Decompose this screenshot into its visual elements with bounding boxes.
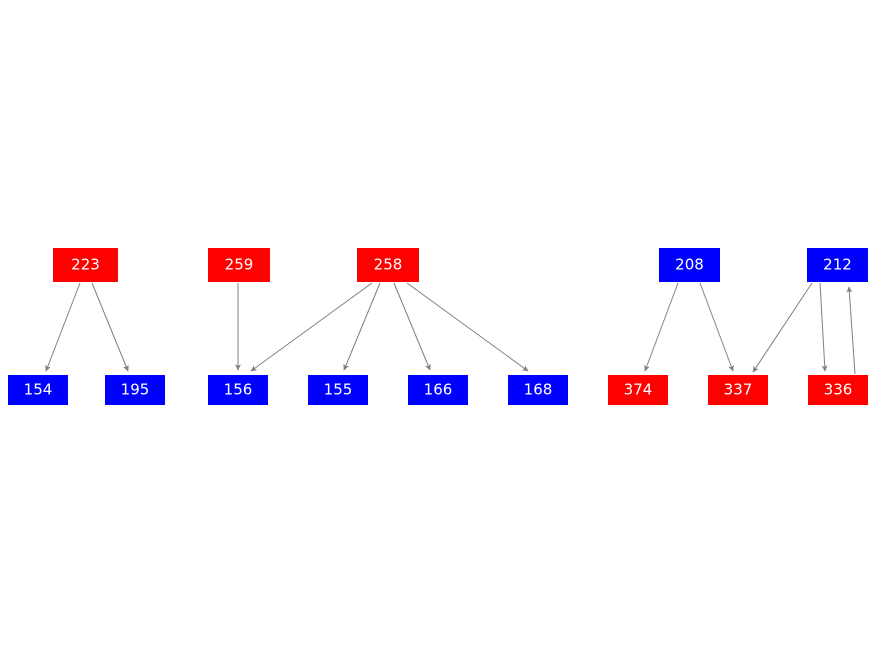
graph-node-label: 195 — [120, 380, 150, 398]
graph-edge — [644, 282, 679, 372]
graph-edge — [45, 282, 81, 372]
graph-node-label: 154 — [23, 380, 53, 398]
graph-edge — [819, 282, 828, 372]
graph-edge — [406, 282, 529, 372]
graph-node-label: 258 — [373, 255, 403, 273]
graph-node-label: 212 — [823, 255, 852, 273]
graph-node-168[interactable]: 168 — [508, 375, 568, 405]
graph-node-374[interactable]: 374 — [608, 375, 668, 405]
graph-node-label: 223 — [71, 255, 100, 273]
graph-edge — [699, 282, 734, 372]
graph-edge — [393, 282, 431, 371]
graph-node-label: 208 — [675, 255, 704, 273]
graph-node-label: 374 — [623, 380, 653, 398]
graph-edge — [752, 282, 813, 373]
graph-edge — [250, 282, 373, 372]
graph-node-label: 166 — [423, 380, 453, 398]
graph-node-156[interactable]: 156 — [208, 375, 268, 405]
graph-node-337[interactable]: 337 — [708, 375, 768, 405]
graph-node-166[interactable]: 166 — [408, 375, 468, 405]
graph-edge — [343, 282, 381, 371]
graph-node-336[interactable]: 336 — [808, 375, 868, 405]
graph-node-259[interactable]: 259 — [208, 248, 270, 282]
graph-node-label: 156 — [223, 380, 253, 398]
graph-node-label: 336 — [823, 380, 853, 398]
graph-node-154[interactable]: 154 — [8, 375, 68, 405]
graph-node-195[interactable]: 195 — [105, 375, 165, 405]
graph-node-label: 337 — [723, 380, 753, 398]
graph-edge — [91, 282, 129, 372]
graph-node-223[interactable]: 223 — [53, 248, 118, 282]
graph-node-212[interactable]: 212 — [807, 248, 868, 282]
graph-node-label: 155 — [323, 380, 353, 398]
graph-node-label: 259 — [224, 255, 254, 273]
graph-node-258[interactable]: 258 — [357, 248, 419, 282]
graph-node-label: 168 — [523, 380, 553, 398]
graph-node-155[interactable]: 155 — [308, 375, 368, 405]
graph-edge — [846, 286, 856, 375]
graph-node-208[interactable]: 208 — [659, 248, 720, 282]
